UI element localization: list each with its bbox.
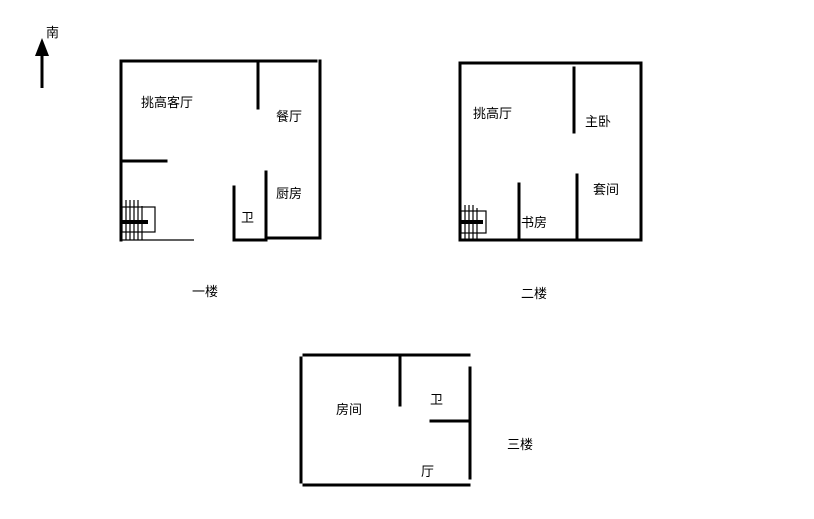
floor-3-plan: 房间 卫 厅 三楼 [299,353,533,487]
compass-label: 南 [46,25,59,41]
floor-1-stairs-icon [121,200,156,240]
floor-2-title: 二楼 [521,287,547,302]
room-label-living: 挑高客厅 [141,95,193,111]
room-label-bath: 卫 [430,393,443,408]
floor-1-title: 一楼 [192,285,218,300]
room-label-dining: 餐厅 [276,109,302,125]
room-label-study: 书房 [521,215,547,231]
floor-2-walls [458,61,643,242]
floor-1-walls [119,59,322,242]
floor-3-title: 三楼 [507,438,533,453]
room-label-kitchen: 厨房 [276,186,302,202]
north-arrow-icon [35,38,49,88]
room-label-room: 房间 [336,402,362,418]
room-label-hall: 厅 [421,465,434,480]
room-label-living: 挑高厅 [473,106,512,122]
compass: 南 [35,25,59,88]
room-label-bath: 卫 [241,211,254,226]
floor-2-stairs-icon [460,205,487,240]
floor-1-plan: 挑高客厅 餐厅 厨房 卫 一楼 [119,59,322,300]
floor-2-plan: 挑高厅 主卧 套间 书房 二楼 [458,61,643,302]
floor-3-walls [299,353,472,487]
room-label-master: 主卧 [585,115,611,130]
room-label-suite: 套间 [593,182,619,198]
